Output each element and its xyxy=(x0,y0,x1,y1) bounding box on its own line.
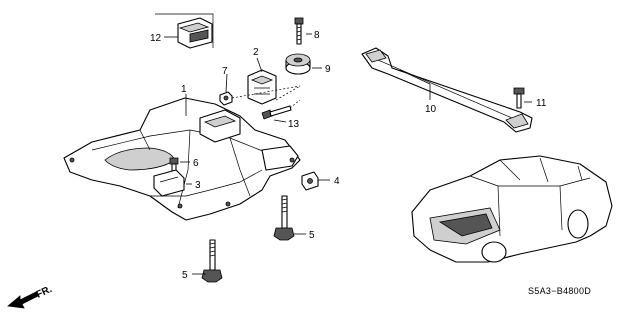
callout-1: 1 xyxy=(181,84,187,95)
part-1-subframe xyxy=(63,97,301,221)
part-2-bracket xyxy=(247,69,277,105)
part-12-frame-line xyxy=(155,13,214,48)
front-direction-arrow: FR. xyxy=(7,284,54,309)
part-5-bolt-a xyxy=(273,195,295,241)
callout-13: 13 xyxy=(288,119,300,130)
part-5-bolt-b xyxy=(201,239,223,283)
callout-5-left: 5 xyxy=(182,270,188,281)
callout-10: 10 xyxy=(425,104,437,115)
part-8-bolt xyxy=(294,17,304,45)
callout-4: 4 xyxy=(334,176,340,187)
car-location-illustration xyxy=(411,155,613,263)
callout-6: 6 xyxy=(193,158,199,169)
part-13-bolt xyxy=(261,105,292,120)
part-7-bolt xyxy=(219,91,233,106)
callout-12: 12 xyxy=(150,33,162,44)
callout-7: 7 xyxy=(222,66,228,77)
diagram-code: S5A3−B4800D xyxy=(528,286,591,296)
part-11-bolt xyxy=(513,87,525,109)
callout-8: 8 xyxy=(314,30,320,41)
callout-11: 11 xyxy=(536,98,547,109)
part-9-bushing xyxy=(285,53,311,75)
part-3-bracket xyxy=(153,169,185,197)
part-4-bolt xyxy=(301,171,319,191)
part-12-connector xyxy=(177,17,213,49)
callout-5-right: 5 xyxy=(309,230,315,241)
callout-2: 2 xyxy=(253,47,259,58)
callout-3: 3 xyxy=(195,180,201,191)
callout-leaders xyxy=(164,33,532,275)
callout-9: 9 xyxy=(325,64,331,75)
direction-label: FR. xyxy=(35,284,54,301)
part-10-strut-brace xyxy=(361,47,533,133)
